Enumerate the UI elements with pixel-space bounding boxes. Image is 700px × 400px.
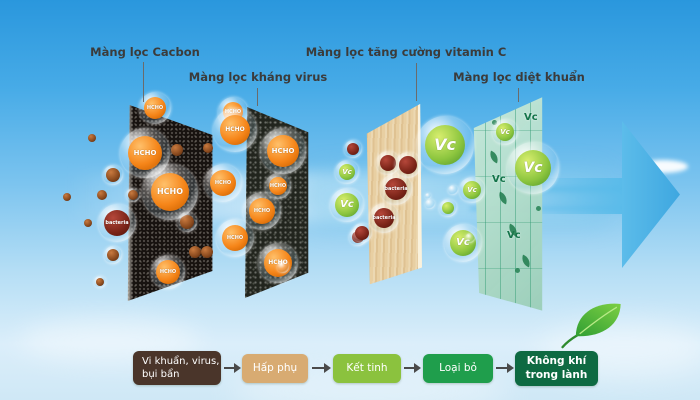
label-connector-antivirus: [257, 88, 258, 106]
particle-dust: [63, 193, 71, 201]
label-filter-carbon: Màng lọc Cacbon: [90, 45, 200, 59]
vitamin-c-mark: Vc: [492, 174, 506, 185]
dot-mark: [515, 268, 520, 273]
flow-step-crystallize: Kết tinh: [333, 354, 401, 383]
particle-bubble: [465, 233, 475, 243]
particle-dust: [203, 143, 213, 153]
particle-dust: [201, 246, 213, 258]
flow-arrow-icon: [312, 363, 331, 373]
particle-bubble: [277, 261, 289, 273]
flow-step-clean-air: Không khí trong lành: [515, 351, 598, 386]
label-connector-carbon: [143, 62, 144, 102]
particle-vc: Vc: [416, 116, 474, 174]
particle-hcho: HCHO: [142, 164, 198, 220]
particle-dust: [177, 212, 197, 232]
particle-hcho: HCHO: [216, 219, 254, 257]
vitamin-c-mark: Vc: [524, 112, 538, 123]
particle-dust: [84, 219, 92, 227]
particle-bact: bacteria: [380, 173, 412, 205]
particle-vc: Vc: [492, 119, 518, 145]
particle-hcho: HCHO: [151, 255, 185, 289]
leaf-icon: [554, 297, 629, 352]
particle-dust: [126, 188, 140, 202]
particle-bact: bacteria: [98, 204, 136, 242]
particle-vc: Vc: [507, 142, 559, 194]
particle-dust: [88, 134, 96, 142]
particle-vc: Vc: [335, 160, 359, 184]
label-filter-antivirus: Màng lọc kháng virus: [188, 70, 328, 84]
particle-vc: Vc: [330, 188, 364, 222]
particle-dust: [171, 144, 183, 156]
particle-hcho: HCHO: [258, 243, 298, 283]
particle-dust: [189, 246, 201, 258]
particle-vc: [439, 199, 457, 217]
particle-bubble: [425, 193, 431, 199]
particle-vc: Vc: [459, 177, 485, 203]
particle-bact: bacteria: [369, 203, 399, 233]
label-filter-antibacterial: Màng lọc diệt khuẩn: [453, 70, 585, 84]
particle-hcho: HCHO: [243, 192, 281, 230]
particle-bact: [352, 223, 372, 243]
flow-step-pollutants: Vi khuẩn, virus, bụi bẩn: [133, 351, 221, 385]
particle-dust: [103, 165, 123, 185]
dot-mark: [536, 206, 541, 211]
particle-hcho: HCHO: [260, 128, 306, 174]
label-connector-antibacterial: [518, 88, 519, 102]
particle-dust: [104, 246, 122, 264]
particle-hcho: HCHO: [213, 108, 257, 152]
flow-arrow-icon: [404, 363, 421, 373]
particle-bubble: [448, 185, 458, 195]
airflow-arrow: [622, 121, 680, 268]
particle-dust: [97, 190, 107, 200]
label-connector-vitamin-c: [416, 63, 417, 101]
particle-dust: [94, 276, 106, 288]
flow-arrow-icon: [224, 363, 241, 373]
particle-bact: [344, 140, 362, 158]
flow-step-adsorb: Hấp phụ: [242, 354, 308, 383]
particle-vc: Vc: [444, 224, 482, 262]
particle-hcho: HCHO: [204, 164, 242, 202]
flow-step-remove: Loại bỏ: [423, 354, 493, 383]
particle-bubble: [425, 199, 435, 209]
particle-hcho: HCHO: [139, 92, 171, 124]
label-filter-vitamin-c: Màng lọc tăng cường vitamin C: [305, 45, 507, 59]
flow-arrow-icon: [496, 363, 514, 373]
